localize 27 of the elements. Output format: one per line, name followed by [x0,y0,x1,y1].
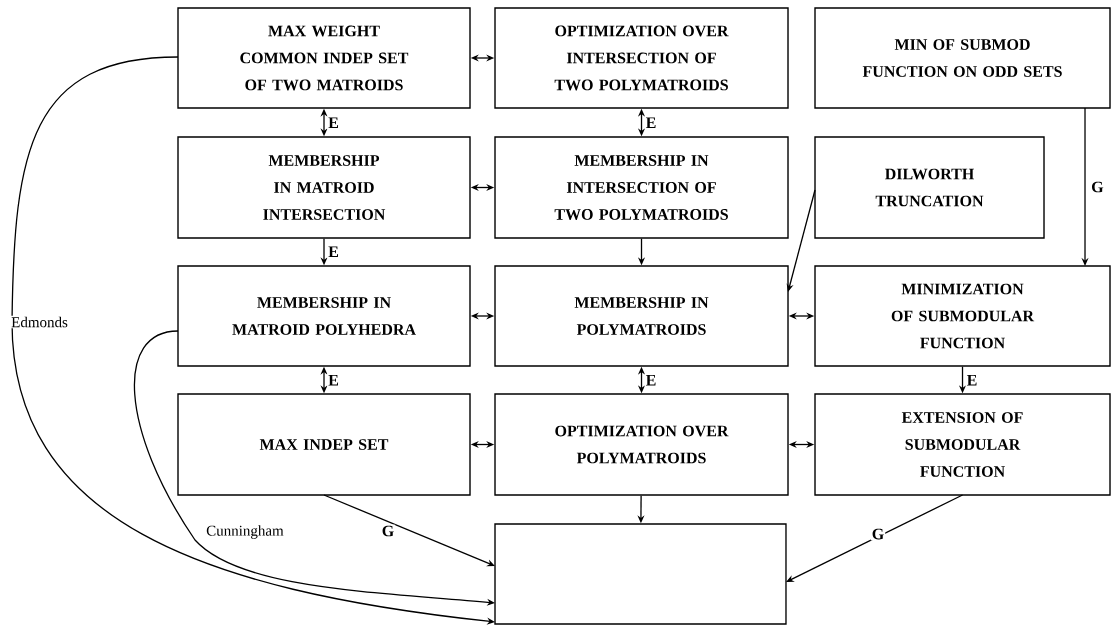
edge-label: E [644,116,658,129]
edge-label: G [380,524,396,538]
arrow [786,494,964,582]
process-box: MEMBERSHIP IN INTERSECTION OF TWO POLYMATROIDS [494,136,789,239]
edge-label: E [965,374,979,387]
process-box: MINIMIZATION OF SUBMODULAR FUNCTION [814,265,1111,367]
process-box: EXTENSION OF SUBMODULAR FUNCTION [814,393,1111,496]
process-box: DILWORTH TRUNCATION [814,136,1045,239]
process-box: MAX WEIGHT COMMON INDEP SET OF TWO MATROIDS [177,7,471,109]
process-box: OPTIMIZATION OVER INTERSECTION OF TWO POLYMATROIDS [494,7,789,109]
edge-label: E [644,374,658,387]
edge-label: E [327,245,340,258]
edge-label: E [327,374,340,387]
edge-label: E [327,116,340,129]
process-box: MIN OF SUBMOD FUNCTION ON ODD SETS [814,7,1111,109]
arrow [134,330,495,606]
process-box: OPTIMIZATION OVER POLYMATROIDS [494,393,789,496]
process-box: MAX INDEP SET [177,393,471,496]
edge-label: Cunningham [205,524,285,540]
arrow [323,494,495,567]
process-box: MEMBERSHIP IN MATROID POLYHEDRA [177,265,471,367]
edge-label: G [870,527,886,541]
process-box: MEMBERSHIP IN POLYMATROIDS [494,265,789,367]
empty-box [494,523,787,625]
edge-label: G [1090,180,1105,194]
process-box: MEMBERSHIP IN MATROID INTERSECTION [177,136,471,239]
edge-label: Edmonds [10,315,69,329]
